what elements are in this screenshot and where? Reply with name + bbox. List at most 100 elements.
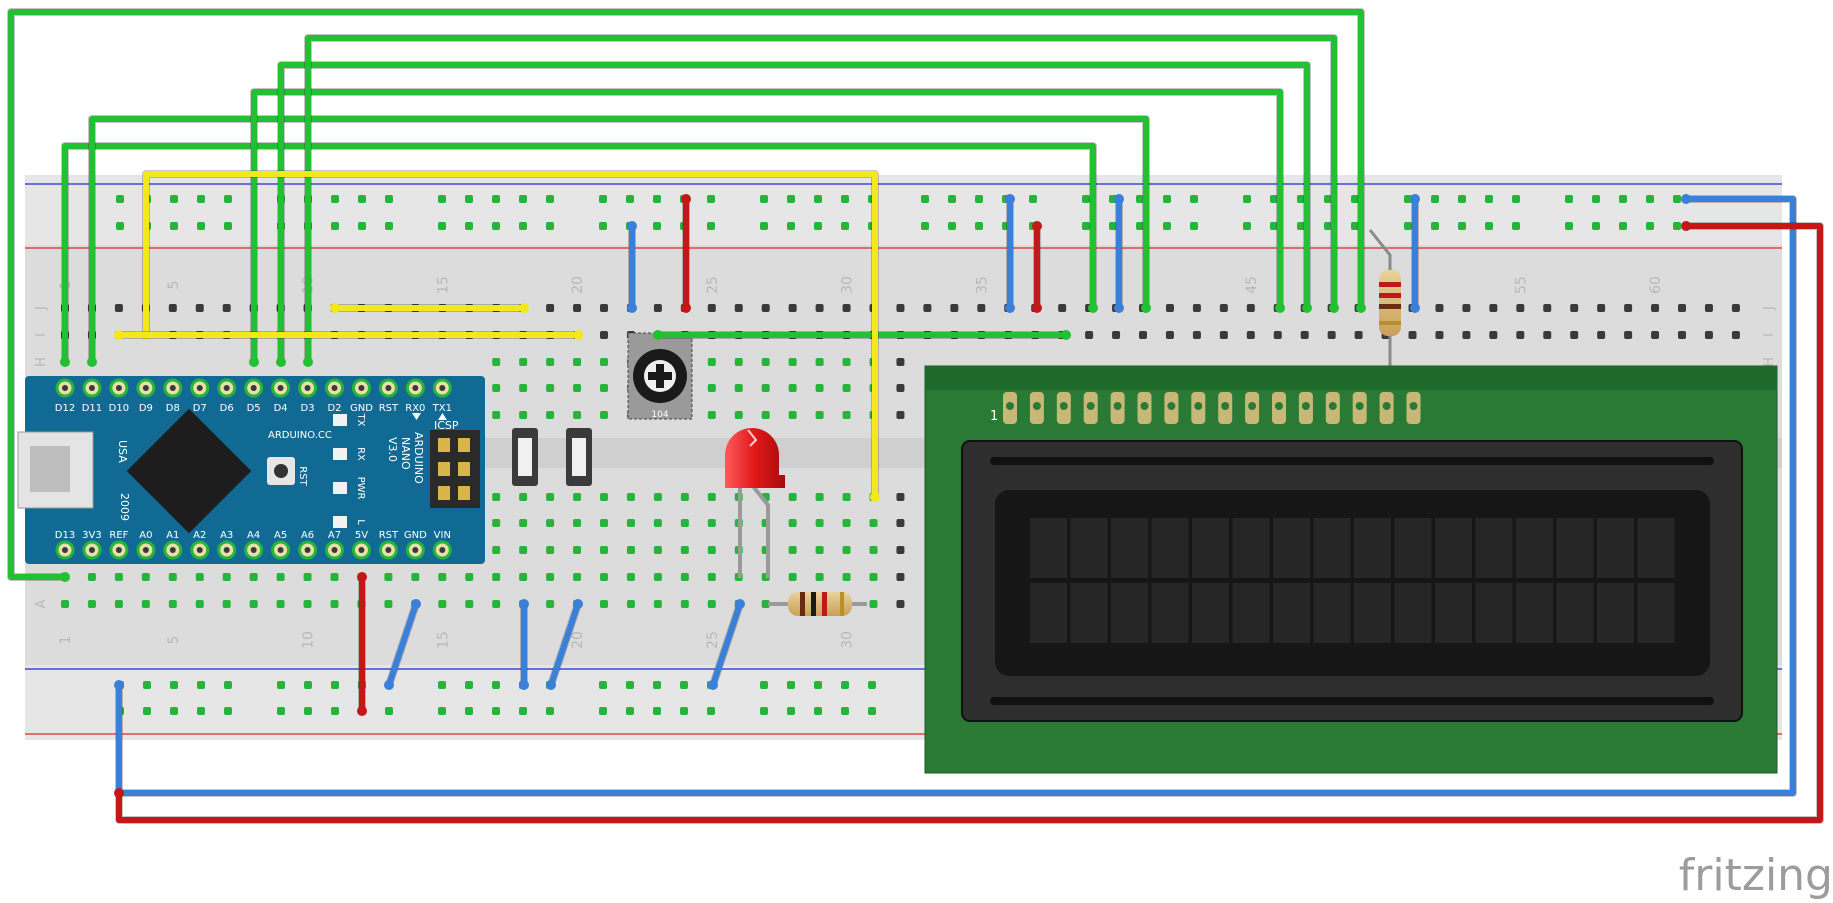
wire-end[interactable]	[1005, 303, 1015, 313]
breadboard-hole[interactable]	[896, 384, 905, 392]
breadboard-hole[interactable]	[1324, 222, 1332, 230]
breadboard-hole[interactable]	[815, 573, 824, 581]
breadboard-hole[interactable]	[653, 573, 662, 581]
breadboard-hole[interactable]	[1678, 331, 1686, 339]
breadboard-hole[interactable]	[626, 573, 635, 581]
breadboard-hole[interactable]	[626, 519, 635, 527]
wire-end[interactable]	[546, 680, 556, 690]
breadboard-hole[interactable]	[814, 707, 822, 715]
breadboard-hole[interactable]	[1597, 304, 1606, 312]
wire-end[interactable]	[1329, 303, 1339, 313]
breadboard-hole[interactable]	[170, 195, 178, 203]
breadboard-hole[interactable]	[599, 195, 607, 203]
breadboard-hole[interactable]	[761, 384, 770, 392]
wire-end[interactable]	[1032, 221, 1042, 231]
breadboard-hole[interactable]	[465, 600, 474, 608]
reset-button-cap[interactable]	[274, 464, 288, 478]
breadboard-hole[interactable]	[787, 222, 795, 230]
breadboard-hole[interactable]	[546, 519, 555, 527]
breadboard-hole[interactable]	[977, 304, 986, 312]
wire-end[interactable]	[1356, 303, 1366, 313]
breadboard-hole[interactable]	[1404, 195, 1412, 203]
breadboard-hole[interactable]	[61, 600, 69, 608]
breadboard-hole[interactable]	[734, 304, 743, 312]
breadboard-hole[interactable]	[277, 681, 285, 689]
breadboard-hole[interactable]	[842, 304, 851, 312]
breadboard-hole[interactable]	[546, 707, 554, 715]
breadboard-hole[interactable]	[143, 681, 151, 689]
breadboard-hole[interactable]	[168, 600, 177, 608]
breadboard-hole[interactable]	[626, 600, 635, 608]
breadboard-hole[interactable]	[438, 573, 447, 581]
breadboard-hole[interactable]	[277, 707, 285, 715]
breadboard-hole[interactable]	[896, 304, 905, 312]
breadboard-hole[interactable]	[519, 546, 528, 554]
wire-end[interactable]	[519, 599, 529, 609]
breadboard-hole[interactable]	[1351, 195, 1359, 203]
wire[interactable]	[116, 223, 1823, 823]
breadboard-hole[interactable]	[1592, 222, 1600, 230]
wire-end[interactable]	[1005, 194, 1015, 204]
breadboard-hole[interactable]	[519, 222, 527, 230]
breadboard-hole[interactable]	[653, 493, 662, 501]
breadboard-hole[interactable]	[224, 222, 232, 230]
breadboard-hole[interactable]	[331, 707, 339, 715]
breadboard-hole[interactable]	[896, 358, 905, 366]
wire[interactable]	[251, 89, 1283, 365]
breadboard-hole[interactable]	[815, 546, 824, 554]
breadboard-hole[interactable]	[276, 573, 285, 581]
breadboard-hole[interactable]	[921, 222, 929, 230]
breadboard-hole[interactable]	[869, 600, 878, 608]
breadboard-hole[interactable]	[411, 573, 420, 581]
breadboard-hole[interactable]	[1327, 331, 1336, 339]
breadboard-hole[interactable]	[465, 707, 473, 715]
wire-end[interactable]	[1275, 303, 1285, 313]
breadboard-hole[interactable]	[222, 304, 231, 312]
breadboard-hole[interactable]	[1270, 222, 1278, 230]
breadboard-hole[interactable]	[1651, 304, 1660, 312]
breadboard-hole[interactable]	[1435, 331, 1444, 339]
breadboard-hole[interactable]	[815, 493, 824, 501]
breadboard-hole[interactable]	[896, 546, 905, 554]
wire-end[interactable]	[1410, 303, 1420, 313]
breadboard-hole[interactable]	[1619, 222, 1627, 230]
breadboard-hole[interactable]	[600, 304, 608, 312]
breadboard-hole[interactable]	[573, 304, 582, 312]
breadboard-hole[interactable]	[358, 195, 366, 203]
breadboard-hole[interactable]	[653, 546, 662, 554]
breadboard-hole[interactable]	[170, 681, 178, 689]
breadboard-hole[interactable]	[842, 573, 851, 581]
breadboard-hole[interactable]	[680, 707, 688, 715]
breadboard-hole[interactable]	[1351, 222, 1359, 230]
breadboard-hole[interactable]	[385, 195, 393, 203]
wire-end[interactable]	[1114, 303, 1124, 313]
breadboard-hole[interactable]	[842, 519, 851, 527]
wire-end[interactable]	[519, 680, 529, 690]
breadboard-hole[interactable]	[626, 493, 635, 501]
breadboard-hole[interactable]	[1485, 222, 1493, 230]
wire[interactable]	[8, 9, 1364, 580]
breadboard-hole[interactable]	[1673, 195, 1681, 203]
breadboard-hole[interactable]	[734, 411, 743, 419]
breadboard-hole[interactable]	[680, 519, 689, 527]
breadboard-hole[interactable]	[1678, 304, 1686, 312]
breadboard-hole[interactable]	[760, 681, 768, 689]
breadboard-hole[interactable]	[303, 600, 312, 608]
breadboard-hole[interactable]	[573, 411, 582, 419]
breadboard-hole[interactable]	[842, 384, 851, 392]
breadboard-hole[interactable]	[546, 493, 555, 501]
breadboard-hole[interactable]	[1619, 195, 1627, 203]
wire-end[interactable]	[357, 572, 367, 582]
breadboard-hole[interactable]	[707, 573, 716, 581]
wire-end[interactable]	[1088, 303, 1098, 313]
breadboard-hole[interactable]	[168, 573, 177, 581]
breadboard-hole[interactable]	[492, 573, 501, 581]
breadboard-hole[interactable]	[1458, 222, 1466, 230]
breadboard-hole[interactable]	[975, 222, 983, 230]
breadboard-hole[interactable]	[1512, 222, 1520, 230]
breadboard-hole[interactable]	[788, 493, 797, 501]
breadboard-hole[interactable]	[760, 195, 768, 203]
breadboard-hole[interactable]	[896, 573, 905, 581]
breadboard-hole[interactable]	[1219, 304, 1228, 312]
breadboard-hole[interactable]	[492, 222, 500, 230]
